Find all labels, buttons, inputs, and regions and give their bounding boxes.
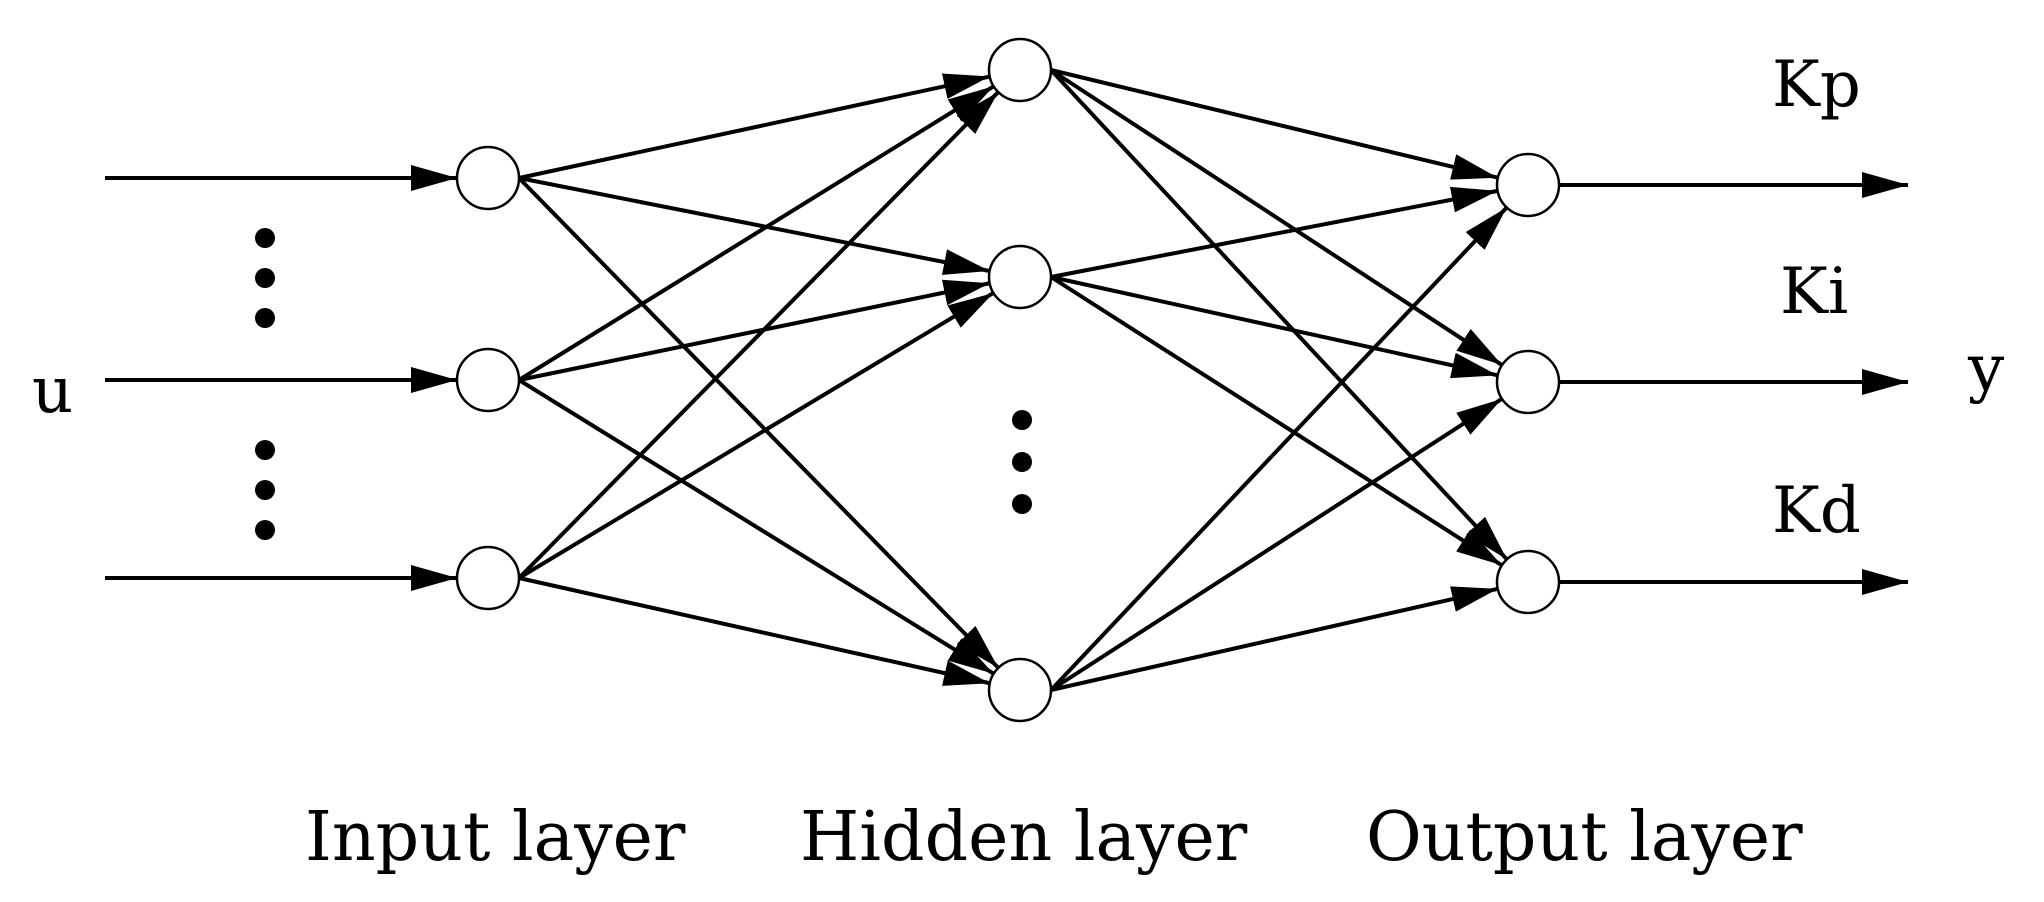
edge-hid2-out1 [1050, 186, 1498, 279]
output-label-ki: Ki [1780, 255, 1848, 329]
input-neuron-3 [455, 545, 521, 611]
input-signal-label: u [32, 354, 73, 428]
input-layer-caption: Input layer [305, 798, 686, 877]
ellipsis-dot-1-1 [255, 228, 275, 248]
ellipsis-dot-1-3 [255, 308, 275, 328]
ellipsis-dot-3-3 [1012, 494, 1032, 514]
connections [105, 68, 1908, 692]
ellipsis-dot-2-3 [255, 520, 275, 540]
edge-in1-hid1 [518, 73, 991, 180]
output-label-kd: Kd [1772, 474, 1861, 548]
hidden-layer-caption: Hidden layer [800, 798, 1248, 877]
output-neuron-3 [1495, 549, 1561, 615]
edge-in3-hid1 [517, 90, 1000, 580]
edge-hid3-out2 [1049, 397, 1504, 692]
ellipsis-dot-3-2 [1012, 452, 1032, 472]
edge-in2-hid1 [517, 84, 995, 382]
edge-hid2-out2 [1050, 275, 1499, 379]
input-neuron-2 [455, 347, 521, 413]
edge-in3-hid2 [517, 291, 995, 580]
output-neuron-1 [1495, 152, 1561, 218]
output-neuron-2 [1495, 349, 1561, 415]
output-layer-caption: Output layer [1366, 798, 1803, 877]
edge-in1-hid3 [517, 176, 1000, 670]
ellipsis-dot-1-2 [255, 268, 275, 288]
edge-hid1-out3 [1049, 68, 1509, 561]
hidden-neuron-3 [987, 657, 1053, 723]
edge-hid3-out1 [1049, 206, 1509, 692]
edge-in2-hid3 [517, 378, 995, 676]
edge-hid2-out3 [1049, 275, 1503, 567]
neurons [455, 37, 1561, 723]
ellipsis-dot-3-1 [1012, 410, 1032, 430]
edge-in2-hid2 [518, 279, 991, 382]
edge-hid1-out1 [1050, 68, 1499, 180]
ellipsis-dot-2-1 [255, 440, 275, 460]
output-signal-label: y [1967, 332, 2004, 406]
output-label-kp: Kp [1772, 48, 1861, 122]
edge-in1-hid2 [518, 176, 990, 275]
hidden-neuron-1 [987, 37, 1053, 103]
input-neuron-1 [455, 145, 521, 211]
edge-hid1-out2 [1049, 68, 1504, 367]
ellipsis-dot-2-2 [255, 480, 275, 500]
edge-hid3-out3 [1050, 586, 1499, 692]
ellipsis-dots [255, 228, 1032, 540]
hidden-neuron-2 [987, 244, 1053, 310]
edge-in3-hid3 [518, 576, 991, 686]
